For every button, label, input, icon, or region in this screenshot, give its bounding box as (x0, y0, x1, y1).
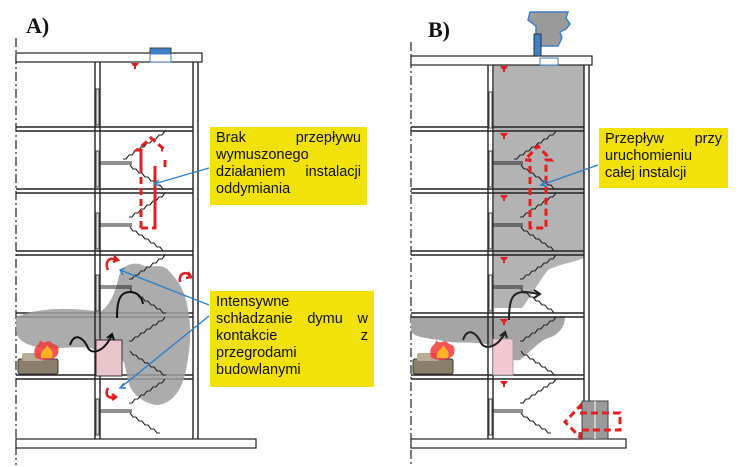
annotation-no-forced-flow: Brak przepływu wymuszonego działaniem in… (210, 127, 367, 205)
airflow-arrow-icon (562, 402, 622, 441)
roof-slab (410, 55, 593, 66)
annotation-line: przegrodami (216, 345, 297, 361)
sofa-icon (412, 353, 454, 375)
leader-lines (118, 167, 210, 389)
annotation-line: Brak przepływu (216, 130, 361, 146)
fire-icon (430, 340, 455, 360)
building-b (410, 11, 627, 465)
annotation-flow-full-system: Przepływ przy uruchomieniu całej instalc… (599, 128, 728, 188)
smoke-flow-arrow (116, 290, 144, 319)
stair-smoke-fill (494, 64, 584, 254)
fan-icon (527, 11, 571, 66)
panel-label-a: A) (26, 13, 50, 38)
airflow-arrow-icon (521, 143, 555, 230)
stair-core-walls (487, 65, 590, 439)
panel-label-b: B) (428, 17, 450, 42)
smoke-flow-arrow (462, 331, 506, 348)
doors (95, 88, 100, 436)
smoke-detector-icon (500, 381, 508, 387)
sofa-icon (17, 353, 59, 375)
smoke-cloud (16, 263, 191, 405)
annotation-line: działaniem instalacji (216, 164, 361, 180)
annotation-intense-cooling: Intensywne schładzanie dymu w kontakcie … (210, 291, 374, 387)
annotation-line: kontakcie z (216, 328, 368, 344)
annotation-line: schładzanie dymu w (216, 311, 368, 327)
air-inlet-icon (581, 400, 609, 440)
open-door (95, 339, 123, 377)
annotation-line: całej instalcji (605, 165, 687, 181)
staircase (493, 130, 557, 434)
doors (488, 91, 493, 436)
staircase (100, 130, 166, 434)
annotation-line: budowlanymi (216, 362, 301, 378)
fire-icon (34, 340, 59, 360)
annotation-line: uruchomieniu (605, 148, 693, 164)
cooling-eddy-icon (105, 255, 193, 401)
smoke-vent-icon (149, 47, 172, 63)
roof-slab (15, 52, 203, 63)
smoke-flow-arrow (69, 334, 113, 353)
leader-lines (539, 164, 599, 187)
smoke-detector-icon (131, 63, 139, 69)
annotation-line: Przepływ przy (605, 131, 722, 147)
annotation-line: wymuszonego (216, 147, 309, 163)
annotation-line: oddymiania (216, 181, 291, 197)
ground-slab (410, 438, 627, 449)
smoke-flow-arrow (508, 290, 541, 321)
ground-slab (15, 438, 257, 449)
annotation-line: Intensywne (216, 294, 290, 310)
building-a (15, 38, 257, 465)
open-door (492, 338, 514, 376)
